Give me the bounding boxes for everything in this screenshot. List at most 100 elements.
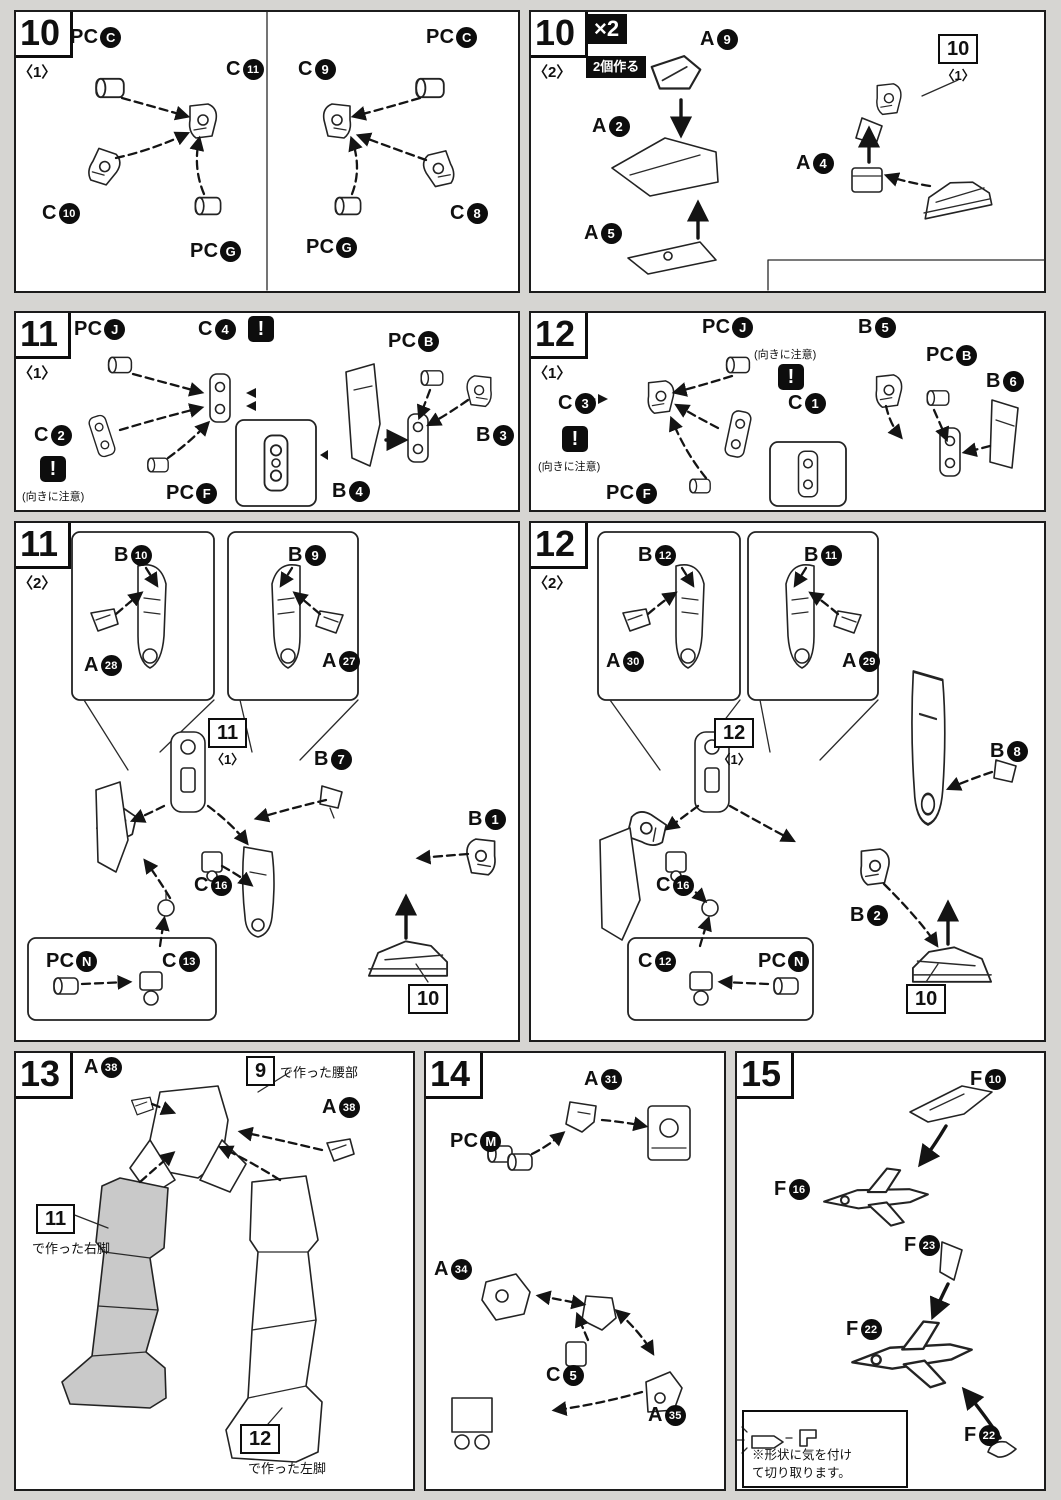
part-number-badge: M <box>480 1131 502 1152</box>
part-number-badge: B <box>418 331 440 352</box>
part-prefix: C <box>638 950 653 972</box>
part-prefix: PC <box>46 950 75 972</box>
part-prefix: A <box>842 650 857 672</box>
ref-step-number: 12 <box>240 1424 281 1454</box>
part-prefix: B <box>804 544 819 566</box>
part-prefix: B <box>114 544 129 566</box>
part-number-badge: 8 <box>466 203 488 224</box>
part-number-badge: 12 <box>654 951 676 972</box>
cut-note-line: ※形状に気を付け <box>752 1448 853 1462</box>
ref-step-number: 9 <box>246 1056 276 1086</box>
part-number-badge: 3 <box>574 393 596 414</box>
part-prefix: C <box>788 392 803 414</box>
part-prefix: PC <box>926 344 955 366</box>
part-prefix: C <box>450 202 465 224</box>
step-number: 14 <box>426 1053 484 1099</box>
step-number: 12 <box>531 523 589 569</box>
part-number-badge: 30 <box>622 651 644 672</box>
part-prefix: A <box>434 1258 449 1280</box>
part-prefix: C <box>162 950 177 972</box>
part-prefix: A <box>322 1096 337 1118</box>
part-prefix: B <box>986 370 1001 392</box>
step-number-11-2: 11〈2〉 <box>16 523 72 593</box>
part-number-badge: 31 <box>600 1069 622 1090</box>
part-prefix: A <box>84 1056 99 1078</box>
part-number-badge: 22 <box>860 1319 882 1340</box>
part-number-badge: 10 <box>984 1069 1006 1090</box>
part-prefix: A <box>606 650 621 672</box>
step-number: 10 <box>16 12 74 58</box>
part-number-badge: 2 <box>50 425 72 446</box>
part-prefix: A <box>84 654 99 676</box>
part-number-badge: 10 <box>130 545 152 566</box>
orientation-warning-icon: ! <box>562 426 588 452</box>
part-prefix: PC <box>606 482 635 504</box>
part-prefix: C <box>546 1364 561 1386</box>
orientation-warning-text: (向きに注意) <box>754 349 817 361</box>
step-number-11-1: 11〈1〉 <box>16 313 72 383</box>
part-prefix: A <box>796 152 811 174</box>
step-substep: 〈2〉 <box>18 575 57 592</box>
step-number-15: 15 <box>737 1053 795 1099</box>
step-number: 13 <box>16 1053 74 1099</box>
part-number-badge: 5 <box>600 223 622 244</box>
part-number-badge: 38 <box>338 1097 360 1118</box>
ref-step-number: 11 <box>208 718 248 748</box>
part-prefix: PC <box>190 240 219 262</box>
part-number-badge: J <box>732 317 754 338</box>
part-prefix: PC <box>70 26 99 48</box>
part-prefix: A <box>322 650 337 672</box>
part-number-badge: 10 <box>58 203 80 224</box>
part-prefix: A <box>592 115 607 137</box>
part-prefix: A <box>700 28 715 50</box>
step-ref-box-11: 11 <box>36 1204 76 1234</box>
step-number-12-2: 12〈2〉 <box>531 523 589 593</box>
quantity-instruction-badge: 2個作る <box>586 56 647 78</box>
part-number-badge: 34 <box>450 1259 472 1280</box>
part-number-badge: 16 <box>788 1179 810 1200</box>
step-substep: 〈2〉 <box>533 64 572 81</box>
step-ref-box-10: 10 <box>408 984 449 1014</box>
part-prefix: B <box>314 748 329 770</box>
step-substep: 〈1〉 <box>18 64 57 81</box>
step-number-12-1: 12〈1〉 <box>531 313 589 383</box>
part-number-badge: 5 <box>874 317 896 338</box>
part-prefix: C <box>194 874 209 896</box>
part-number-badge: 12 <box>654 545 676 566</box>
step-ref-box-12: 12〈1〉 <box>714 718 755 768</box>
part-number-badge: 9 <box>716 29 738 50</box>
part-number-badge: 16 <box>210 875 232 896</box>
part-number-badge: G <box>336 237 358 258</box>
part-prefix: C <box>42 202 57 224</box>
part-number-badge: 38 <box>100 1057 122 1078</box>
orientation-warning-text: (向きに注意) <box>22 491 85 503</box>
part-number-badge: J <box>104 319 126 340</box>
step-substep: 〈1〉 <box>533 365 572 382</box>
part-number-badge: 8 <box>1006 741 1028 762</box>
